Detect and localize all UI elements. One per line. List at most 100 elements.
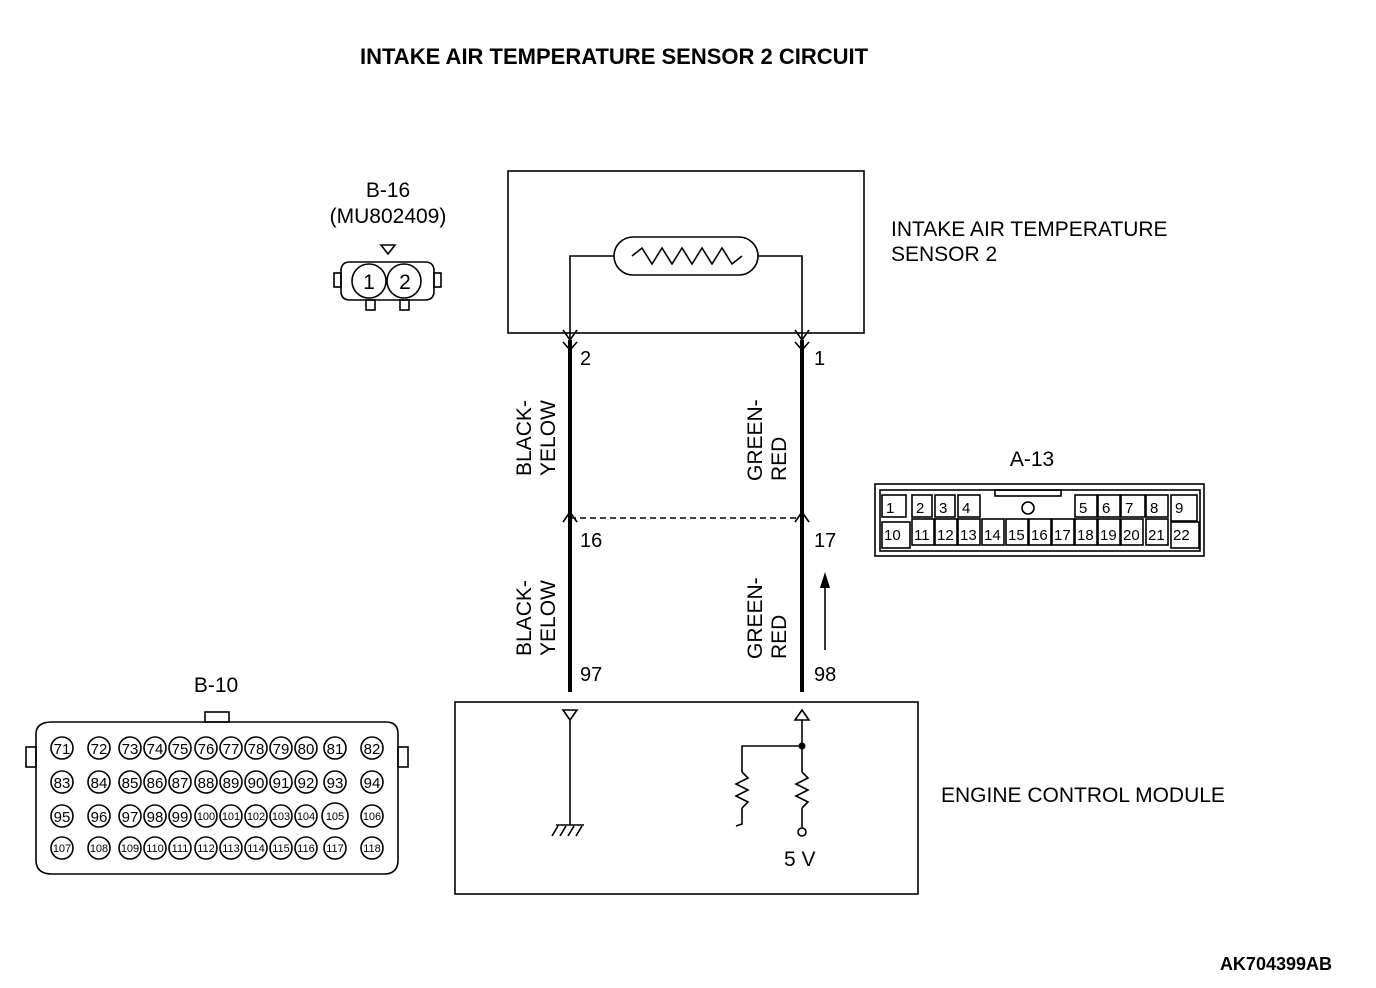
connector-b10-pin: 84 [91,775,108,792]
connector-b10-pin: 110 [146,843,164,855]
connector-a13-pin: 18 [1077,527,1094,544]
resistor-left [734,771,750,809]
diagram-title: INTAKE AIR TEMPERATURE SENSOR 2 CIRCUIT [360,44,869,69]
connector-a13-pin: 15 [1008,527,1025,544]
wire-color-right-upper: GREEN- RED [744,399,791,481]
connector-a13-pin: 6 [1102,500,1110,517]
connector-a13-pin: 4 [962,500,970,517]
connector-b10-pin: 98 [147,809,164,826]
connector-a13-pin: 2 [916,500,924,517]
sensor-label-line2: SENSOR 2 [891,243,997,266]
connector-b10-pin: 90 [248,775,265,792]
connector-b10-pin: 80 [298,741,315,758]
connector-b10-pin: 74 [147,741,164,758]
sensor-box [507,170,865,342]
connector-b10-pin: 72 [91,741,108,758]
svg-text:BLACK-: BLACK- [513,400,536,476]
connector-b10-pin: 91 [273,775,290,792]
connector-b10-pin: 101 [222,811,240,823]
connector-a13-pin: 11 [914,527,930,544]
connector-a13-pin: 20 [1123,527,1140,544]
connector-b10-pin: 82 [364,741,381,758]
connector-b10-pin: 113 [222,843,240,855]
connector-b10-pin: 115 [272,843,290,855]
ecm-box [454,701,919,895]
connector-b10-pin: 108 [90,843,108,855]
connector-a13-pin: 3 [939,500,947,517]
connector-b10-pin: 75 [172,741,189,758]
pin-sensor-right: 1 [814,348,825,370]
connector-b10-pin: 92 [298,775,315,792]
wire-left [562,340,578,692]
wire-color-left-upper: BLACK- YELOW [513,400,560,476]
connector-b10-pin: 116 [297,843,315,855]
svg-text:RED: RED [768,615,791,659]
connector-b10-pin: 107 [53,843,71,855]
connector-a13-pin: 10 [884,527,901,544]
connector-b10-pin: 81 [327,741,344,758]
connector-a13-pin: 17 [1054,527,1071,544]
connector-b10-pin: 83 [54,775,71,792]
supply-voltage-label: 5 V [784,848,816,871]
connector-b10-pin: 88 [198,775,215,792]
connector-b10-pin: 104 [297,811,315,823]
connector-b10-pin: 86 [147,775,164,792]
connector-b16-part: (MU802409) [330,205,447,228]
connector-b10-pin: 99 [172,809,189,826]
connector-a13-pin: 21 [1148,527,1165,544]
connector-b10-pin: 71 [54,741,71,758]
thermistor-symbol [613,236,759,276]
connector-a13-pin: 19 [1100,527,1117,544]
connector-b10-pin: 79 [273,741,290,758]
connector-b10-pin: 103 [272,811,290,823]
connector-a13-pin: 7 [1125,500,1133,517]
connector-b10-pin: 85 [122,775,139,792]
connector-a13-pin: 8 [1150,500,1158,517]
figure-code: AK704399AB [1220,954,1332,974]
connector-a13-pin: 14 [984,527,1001,544]
svg-text:YELOW: YELOW [537,400,560,476]
connector-b10-pin: 109 [121,843,139,855]
svg-text:RED: RED [768,437,791,481]
connector-b10-pin: 94 [364,775,381,792]
connector-a13-pin: 16 [1031,527,1048,544]
connector-b10-pin: 118 [363,843,381,855]
connector-b10-pin: 93 [327,775,344,792]
connector-b10-pin: 97 [122,809,139,826]
connector-b10-pin: 114 [247,843,265,855]
pin-junction-left: 16 [580,530,602,552]
wire-right [794,340,810,692]
resistor-right [794,771,810,809]
connector-b10-pin: 76 [198,741,215,758]
connector-a13-pin: 1 [886,500,894,517]
connector-b10-pin: 78 [248,741,265,758]
supply-terminal [797,827,807,837]
connector-a13-pin: 13 [960,527,977,544]
connector-b10-pin: 100 [197,811,215,823]
connector-a13-id: A-13 [1010,448,1054,471]
pin-ecm-right: 98 [814,664,836,686]
pin-ecm-left: 97 [580,664,602,686]
connector-b10-pin: 96 [91,809,108,826]
connector-a13-pin: 9 [1175,500,1183,517]
connector-a13-pin: 5 [1079,500,1087,517]
connector-b10-pin: 112 [197,843,215,855]
connector-b10-pin: 87 [172,775,189,792]
connector-b16-id: B-16 [366,179,410,202]
wire-color-right-lower: GREEN- RED [744,577,791,659]
connector-b10-pin: 105 [326,811,344,823]
signal-direction-arrow [820,572,830,650]
connector-b10-pin: 95 [54,809,71,826]
connector-b10-pin: 117 [326,843,344,855]
connector-b10-pin: 77 [223,741,240,758]
connector-b10-id: B-10 [194,674,238,697]
connector-b16-pin: 2 [399,271,411,294]
svg-text:GREEN-: GREEN- [744,399,767,481]
svg-text:BLACK-: BLACK- [513,580,536,656]
connector-b16 [333,244,442,311]
svg-text:YELOW: YELOW [537,580,560,656]
connector-b10-pin: 102 [247,811,265,823]
